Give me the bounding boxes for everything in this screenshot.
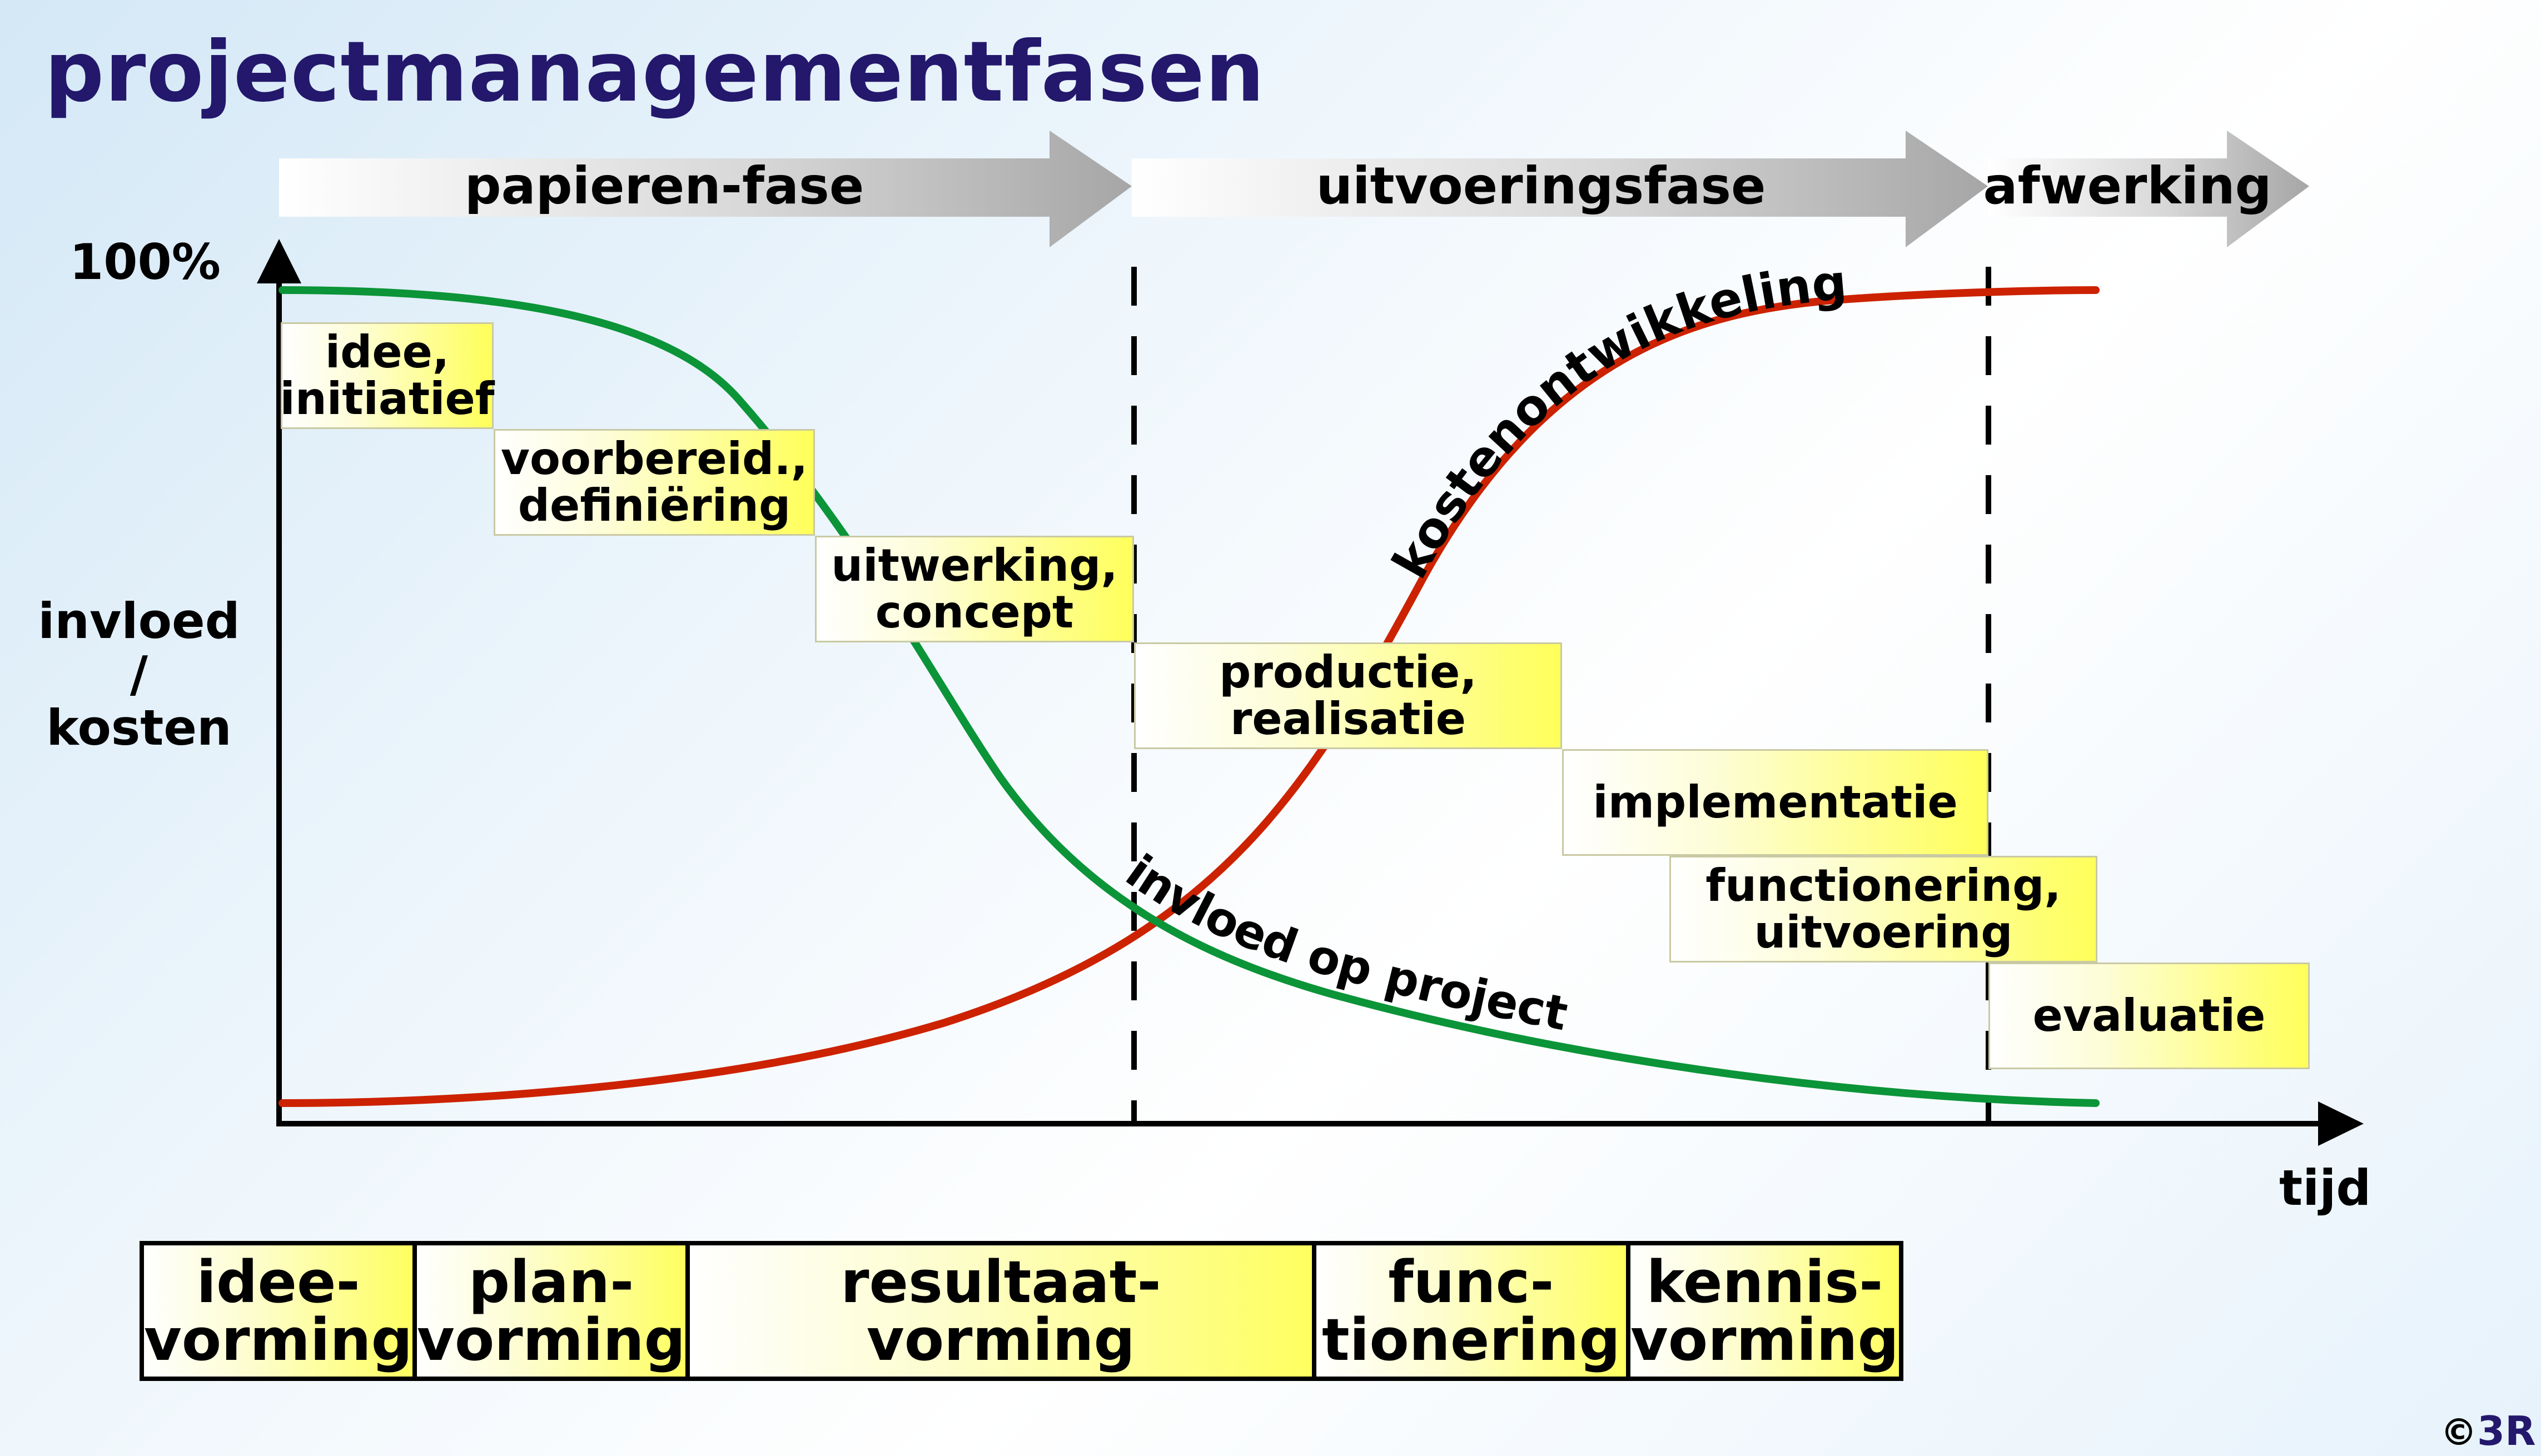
y-axis-arrowhead (257, 239, 301, 283)
step-label-productie: productie, realisatie (1219, 646, 1477, 745)
step-box-productie: productie, realisatie (1134, 642, 1562, 749)
bottom-phase-bar: idee- vorming plan- vorming resultaat- v… (140, 1241, 1903, 1381)
step-box-evaluatie: evaluatie (1988, 963, 2310, 1069)
kostenontwikkeling-text: kostenontwikkeling (1381, 253, 1849, 587)
bottom-phase-resultaatvorming: resultaat- vorming (690, 1245, 1316, 1377)
x-axis-arrowhead (2318, 1101, 2364, 1146)
phase-arrow-afwerking (1988, 131, 2309, 247)
step-label-uitwerking: uitwerking, concept (831, 540, 1118, 638)
step-label-functionering: functionering, uitvoering (1705, 860, 2061, 958)
phase-label-uitvoering: uitvoeringsfase (1316, 156, 1766, 216)
y-axis-label-line-2: / (130, 646, 148, 703)
bottom-phase-label-planvorming: plan- vorming (417, 1248, 686, 1374)
bottom-phase-label-functionering: func- tionering (1321, 1248, 1620, 1374)
step-label-idee: idee, initiatief (280, 326, 495, 425)
phase-arrow-uitvoering (1132, 131, 1988, 247)
bottom-phase-functionering: func- tionering (1316, 1245, 1630, 1377)
brand-logo-3r: 3R (2477, 1408, 2536, 1454)
bottom-phase-ideevorming: idee- vorming (144, 1245, 417, 1377)
step-label-evaluatie: evaluatie (2032, 990, 2266, 1041)
bottom-phase-planvorming: plan- vorming (417, 1245, 690, 1377)
y-axis-label-line-1: invloed (38, 592, 240, 650)
phase-label-papieren: papieren-fase (464, 156, 864, 216)
y-axis-label-line-3: kosten (46, 699, 232, 756)
y-axis-top-label: 100% (69, 233, 221, 291)
x-axis-label: tijd (2279, 1159, 2371, 1216)
step-label-voorbereiding: voorbereid., definiëring (500, 433, 808, 531)
y-axis-label: invloed / kosten (33, 595, 245, 755)
step-box-idee: idee, initiatief (280, 322, 495, 429)
kostenontwikkeling-label: kostenontwikkeling (1381, 253, 1849, 587)
invloed-op-project-text: invloed op project (1116, 844, 1572, 1041)
phase-label-afwerking: afwerking (1983, 156, 2272, 216)
bottom-phase-kennisvorming: kennis- vorming (1630, 1245, 1899, 1377)
step-label-implementatie: implementatie (1593, 776, 1958, 828)
step-box-functionering: functionering, uitvoering (1669, 856, 2097, 963)
copyright-mark: ©3R (2440, 1411, 2536, 1454)
step-box-implementatie: implementatie (1562, 749, 1988, 856)
bottom-phase-label-ideevorming: idee- vorming (144, 1248, 413, 1374)
step-box-voorbereiding: voorbereid., definiëring (494, 429, 815, 536)
page-title: projectmanagementfasen (44, 24, 1265, 121)
copyright-symbol: © (2440, 1411, 2477, 1454)
invloed-op-project-curve (279, 286, 2100, 1107)
phase-arrow-papieren (279, 131, 1132, 247)
step-box-uitwerking: uitwerking, concept (815, 536, 1134, 642)
invloed-op-project-label: invloed op project (1116, 844, 1572, 1041)
bottom-phase-label-kennisvorming: kennis- vorming (1630, 1248, 1899, 1374)
bottom-phase-label-resultaatvorming: resultaat- vorming (841, 1248, 1161, 1374)
